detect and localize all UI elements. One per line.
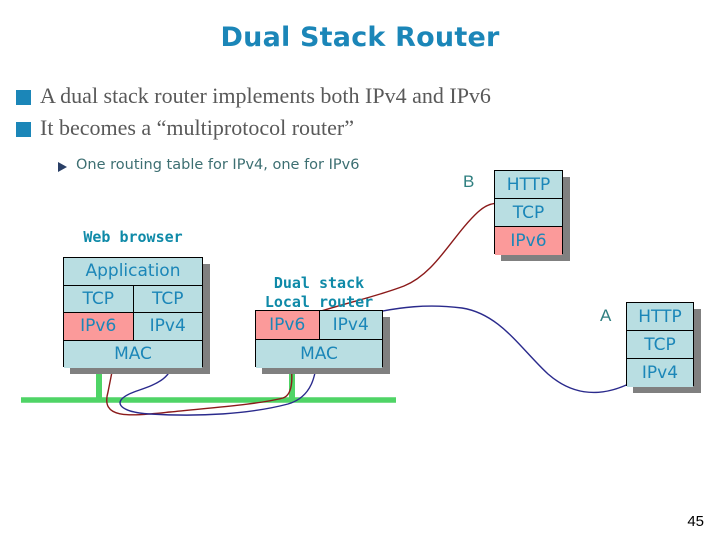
bullet-item-2: It becomes a “multiprotocol router” <box>16 115 354 141</box>
stack-cell-mac: MAC <box>256 339 382 368</box>
stack-cell-ipv4: IPv4 <box>627 359 693 387</box>
stack-row: IPv6 <box>495 227 562 255</box>
stack-cell-tcp-v6: TCP <box>64 285 134 312</box>
stack-row: Application <box>64 258 202 286</box>
host-a-protocol-stack: HTTP TCP IPv4 <box>626 302 694 387</box>
router-stack-caption: Dual stack Local router <box>249 274 389 312</box>
browser-protocol-stack: Application TCP TCP IPv6 IPv4 MAC <box>63 257 203 368</box>
router-caption-line-2: Local router <box>264 293 374 312</box>
stack-row: IPv6 IPv4 <box>64 313 202 341</box>
host-a-label: A <box>600 306 612 325</box>
bullet-item-1-label: A dual stack router implements both IPv4… <box>40 83 491 108</box>
host-b-protocol-stack: HTTP TCP IPv6 <box>494 170 563 255</box>
stack-cell-ipv6: IPv6 <box>256 311 320 339</box>
stack-row: TCP TCP <box>64 285 202 313</box>
stack-row: IPv6 IPv4 <box>256 311 382 340</box>
stack-cell-tcp: TCP <box>627 331 693 358</box>
stack-row: TCP <box>627 331 693 359</box>
stack-row: MAC <box>256 339 382 368</box>
stack-row: IPv4 <box>627 359 693 387</box>
stack-cell-http: HTTP <box>627 303 693 330</box>
stack-cell-tcp-v4: TCP <box>133 285 202 312</box>
square-bullet-icon <box>16 90 31 105</box>
stack-cell-application: Application <box>64 258 202 285</box>
router-caption-line-1: Dual stack <box>273 274 365 292</box>
router-protocol-stack: IPv6 IPv4 MAC <box>255 310 383 368</box>
host-b-label: B <box>463 172 475 191</box>
stack-cell-mac: MAC <box>64 340 202 368</box>
triangle-bullet-icon <box>58 162 67 172</box>
stack-cell-ipv6: IPv6 <box>495 227 562 255</box>
stack-cell-http: HTTP <box>495 171 562 198</box>
stack-cell-tcp: TCP <box>495 199 562 226</box>
stack-cell-ipv4: IPv4 <box>319 311 382 339</box>
page-number: 45 <box>687 513 704 530</box>
stack-row: TCP <box>495 199 562 227</box>
bullet-item-2-label: It becomes a “multiprotocol router” <box>40 115 354 140</box>
stack-cell-ipv4: IPv4 <box>133 313 202 340</box>
browser-stack-caption: Web browser <box>83 228 183 246</box>
sub-bullet-item-1-label: One routing table for IPv4, one for IPv6 <box>76 157 360 173</box>
page-title: Dual Stack Router <box>220 22 500 53</box>
stack-row: HTTP <box>627 303 693 331</box>
stack-cell-ipv6: IPv6 <box>64 313 134 340</box>
bullet-item-1: A dual stack router implements both IPv4… <box>16 83 491 109</box>
square-bullet-icon <box>16 122 31 137</box>
stack-row: MAC <box>64 340 202 368</box>
stack-row: HTTP <box>495 171 562 199</box>
sub-bullet-item-1: One routing table for IPv4, one for IPv6 <box>58 157 359 173</box>
